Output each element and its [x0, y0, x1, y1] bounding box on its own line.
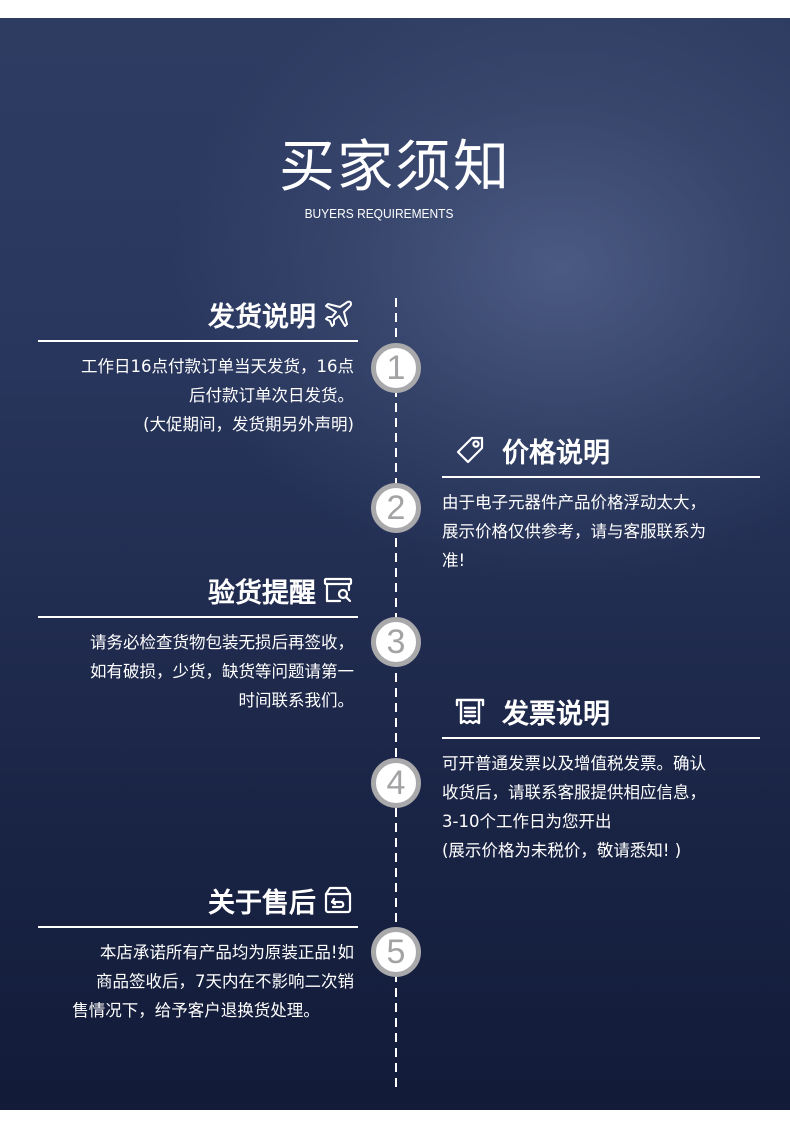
body-line: 本店承诺所有产品均为原装正品!如	[99, 942, 354, 962]
section-title: 价格说明	[502, 437, 610, 469]
page-subtitle: BUYERS REQUIREMENTS	[304, 206, 454, 221]
section-title: 发票说明	[502, 698, 610, 730]
airplane-icon	[322, 298, 354, 330]
section-divider	[442, 476, 760, 478]
body-line: 工作日16点付款订单当天发货，16点	[81, 356, 354, 376]
section-divider	[38, 616, 358, 618]
section-header: 验货提醒	[38, 570, 358, 610]
section-header: 价格说明	[442, 430, 760, 470]
section-header: 发货说明	[38, 294, 358, 334]
body-line: 由于电子元器件产品价格浮动太大，	[442, 492, 706, 512]
section-after-sales: 关于售后 本店承诺所有产品均为原装正品!如 商品签收后，7天内在不影响二次销 售…	[38, 880, 358, 1025]
section-inspection: 验货提醒 请务必检查货物包装无损后再签收， 如有破损，少货，缺货等问题请第一 时…	[38, 570, 358, 715]
body-line: 售情况下，给予客户退换货处理。	[72, 1000, 320, 1020]
section-divider	[38, 340, 358, 342]
step-number-3: 3	[371, 617, 421, 667]
section-body: 请务必检查货物包装无损后再签收， 如有破损，少货，缺货等问题请第一 时间联系我们…	[38, 628, 358, 715]
section-body: 本店承诺所有产品均为原装正品!如 商品签收后，7天内在不影响二次销 售情况下，给…	[38, 938, 358, 1025]
section-body: 由于电子元器件产品价格浮动太大， 展示价格仅供参考，请与客服联系为 准!	[442, 488, 760, 575]
body-line: 如有破损，少货，缺货等问题请第一	[90, 661, 354, 681]
body-line: (展示价格为未税价，敬请悉知! )	[442, 840, 682, 860]
section-title: 关于售后	[208, 887, 316, 919]
box-search-icon	[322, 574, 354, 606]
section-invoice: 发票说明 可开普通发票以及增值税发票。确认 收货后，请联系客服提供相应信息， 3…	[442, 691, 760, 865]
section-header: 关于售后	[38, 880, 358, 920]
body-line: 可开普通发票以及增值税发票。确认	[442, 753, 706, 773]
timeline-dashed-line	[395, 298, 397, 1088]
section-shipping: 发货说明 工作日16点付款订单当天发货，16点 后付款订单次日发货。 (大促期间…	[38, 294, 358, 439]
body-line: 后付款订单次日发货。	[189, 385, 354, 405]
body-line: 展示价格仅供参考，请与客服联系为	[442, 521, 706, 541]
body-line: 商品签收后，7天内在不影响二次销	[96, 971, 354, 991]
section-header: 发票说明	[442, 691, 760, 731]
section-body: 可开普通发票以及增值税发票。确认 收货后，请联系客服提供相应信息， 3-10个工…	[442, 749, 760, 865]
step-number-2: 2	[371, 483, 421, 533]
body-line: 收货后，请联系客服提供相应信息，	[442, 782, 706, 802]
section-divider	[442, 737, 760, 739]
section-divider	[38, 926, 358, 928]
step-number-4: 4	[371, 758, 421, 808]
price-tag-icon	[454, 434, 486, 466]
body-line: 准!	[442, 550, 466, 570]
step-number-1: 1	[371, 343, 421, 393]
step-number-5: 5	[371, 927, 421, 977]
section-title: 发货说明	[208, 301, 316, 333]
section-title: 验货提醒	[208, 577, 316, 609]
body-line: (大促期间，发货期另外声明)	[143, 414, 354, 434]
receipt-icon	[454, 695, 486, 727]
section-pricing: 价格说明 由于电子元器件产品价格浮动太大， 展示价格仅供参考，请与客服联系为 准…	[442, 430, 760, 575]
return-box-icon	[322, 884, 354, 916]
body-line: 3-10个工作日为您开出	[442, 811, 612, 831]
page-title: 买家须知	[279, 135, 511, 200]
section-body: 工作日16点付款订单当天发货，16点 后付款订单次日发货。 (大促期间，发货期另…	[38, 352, 358, 439]
buyers-requirements-panel: 买家须知 BUYERS REQUIREMENTS 1 2 3 4 5 发货说明 …	[0, 18, 790, 1110]
body-line: 时间联系我们。	[238, 690, 355, 710]
body-line: 请务必检查货物包装无损后再签收，	[90, 632, 354, 652]
